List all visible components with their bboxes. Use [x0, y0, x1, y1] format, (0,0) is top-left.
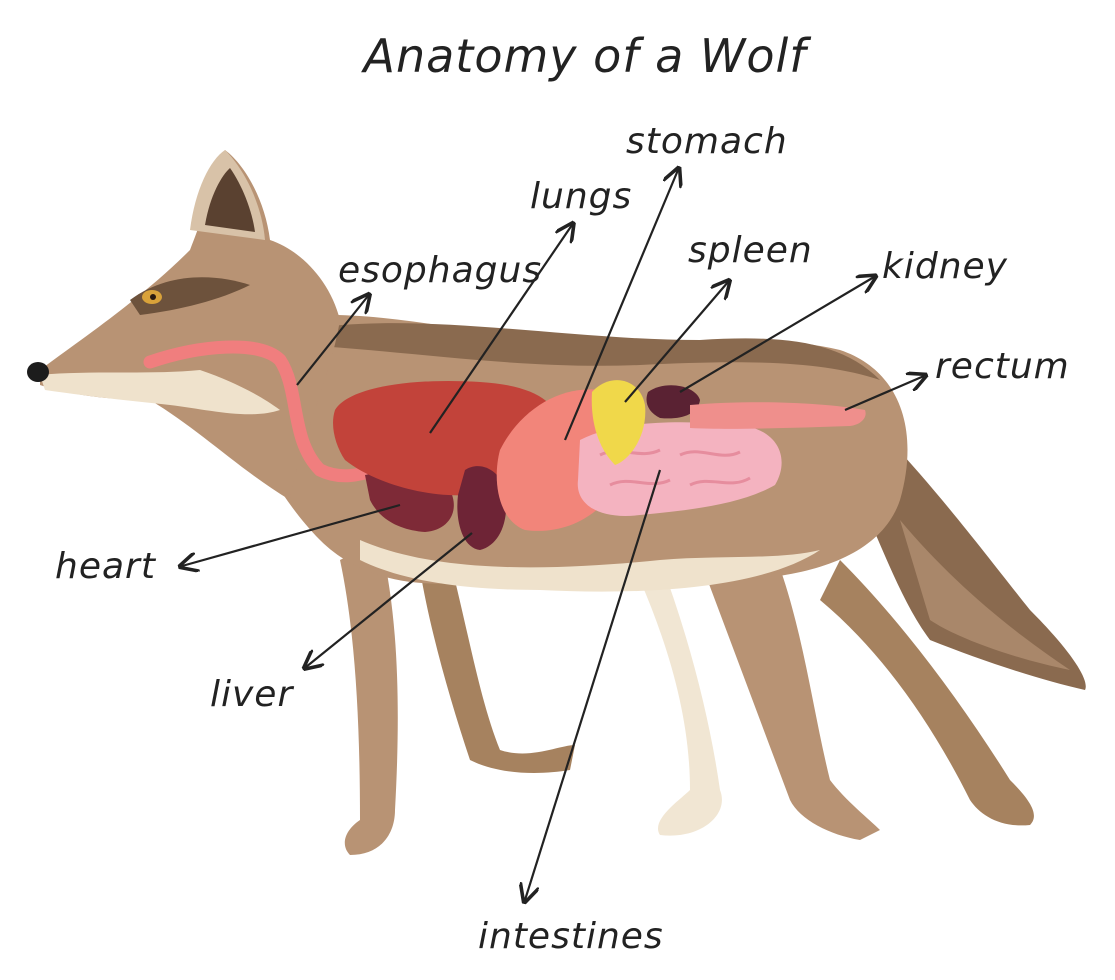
esophagus-organ: [143, 340, 382, 483]
leader-lines: [182, 170, 924, 900]
diagram-title: Anatomy of a Wolf: [360, 29, 811, 83]
arrow-esophagus: [296, 296, 368, 386]
wolf-nose: [27, 362, 49, 382]
label-heart: heart: [55, 546, 157, 587]
wolf-hind-leg: [700, 520, 880, 840]
arrow-heart: [182, 503, 401, 566]
wolf-tail: [860, 420, 1086, 690]
label-esophagus: esophagus: [338, 250, 542, 291]
label-lungs: lungs: [530, 176, 632, 217]
label-liver: liver: [210, 674, 294, 715]
spleen-organ: [591, 380, 646, 465]
wolf-front-leg: [340, 540, 398, 855]
arrow-kidney: [679, 277, 874, 393]
arrow-rectum: [844, 376, 924, 412]
organs: [143, 340, 866, 550]
kidney-organ: [646, 385, 700, 419]
wolf-head: [40, 150, 340, 500]
labels: stomach lungs esophagus spleen kidney re…: [55, 121, 1070, 957]
arrow-lungs: [429, 225, 572, 434]
label-rectum: rectum: [935, 346, 1070, 387]
arrow-stomach: [563, 170, 678, 441]
arrow-intestines: [525, 469, 662, 900]
liver-organ: [457, 466, 507, 550]
arrow-spleen: [624, 282, 728, 403]
arrow-liver: [306, 532, 473, 667]
label-stomach: stomach: [626, 121, 788, 162]
label-kidney: kidney: [882, 246, 1008, 287]
label-intestines: intestines: [478, 916, 664, 957]
rectum-organ: [690, 402, 866, 429]
label-spleen: spleen: [688, 230, 813, 271]
